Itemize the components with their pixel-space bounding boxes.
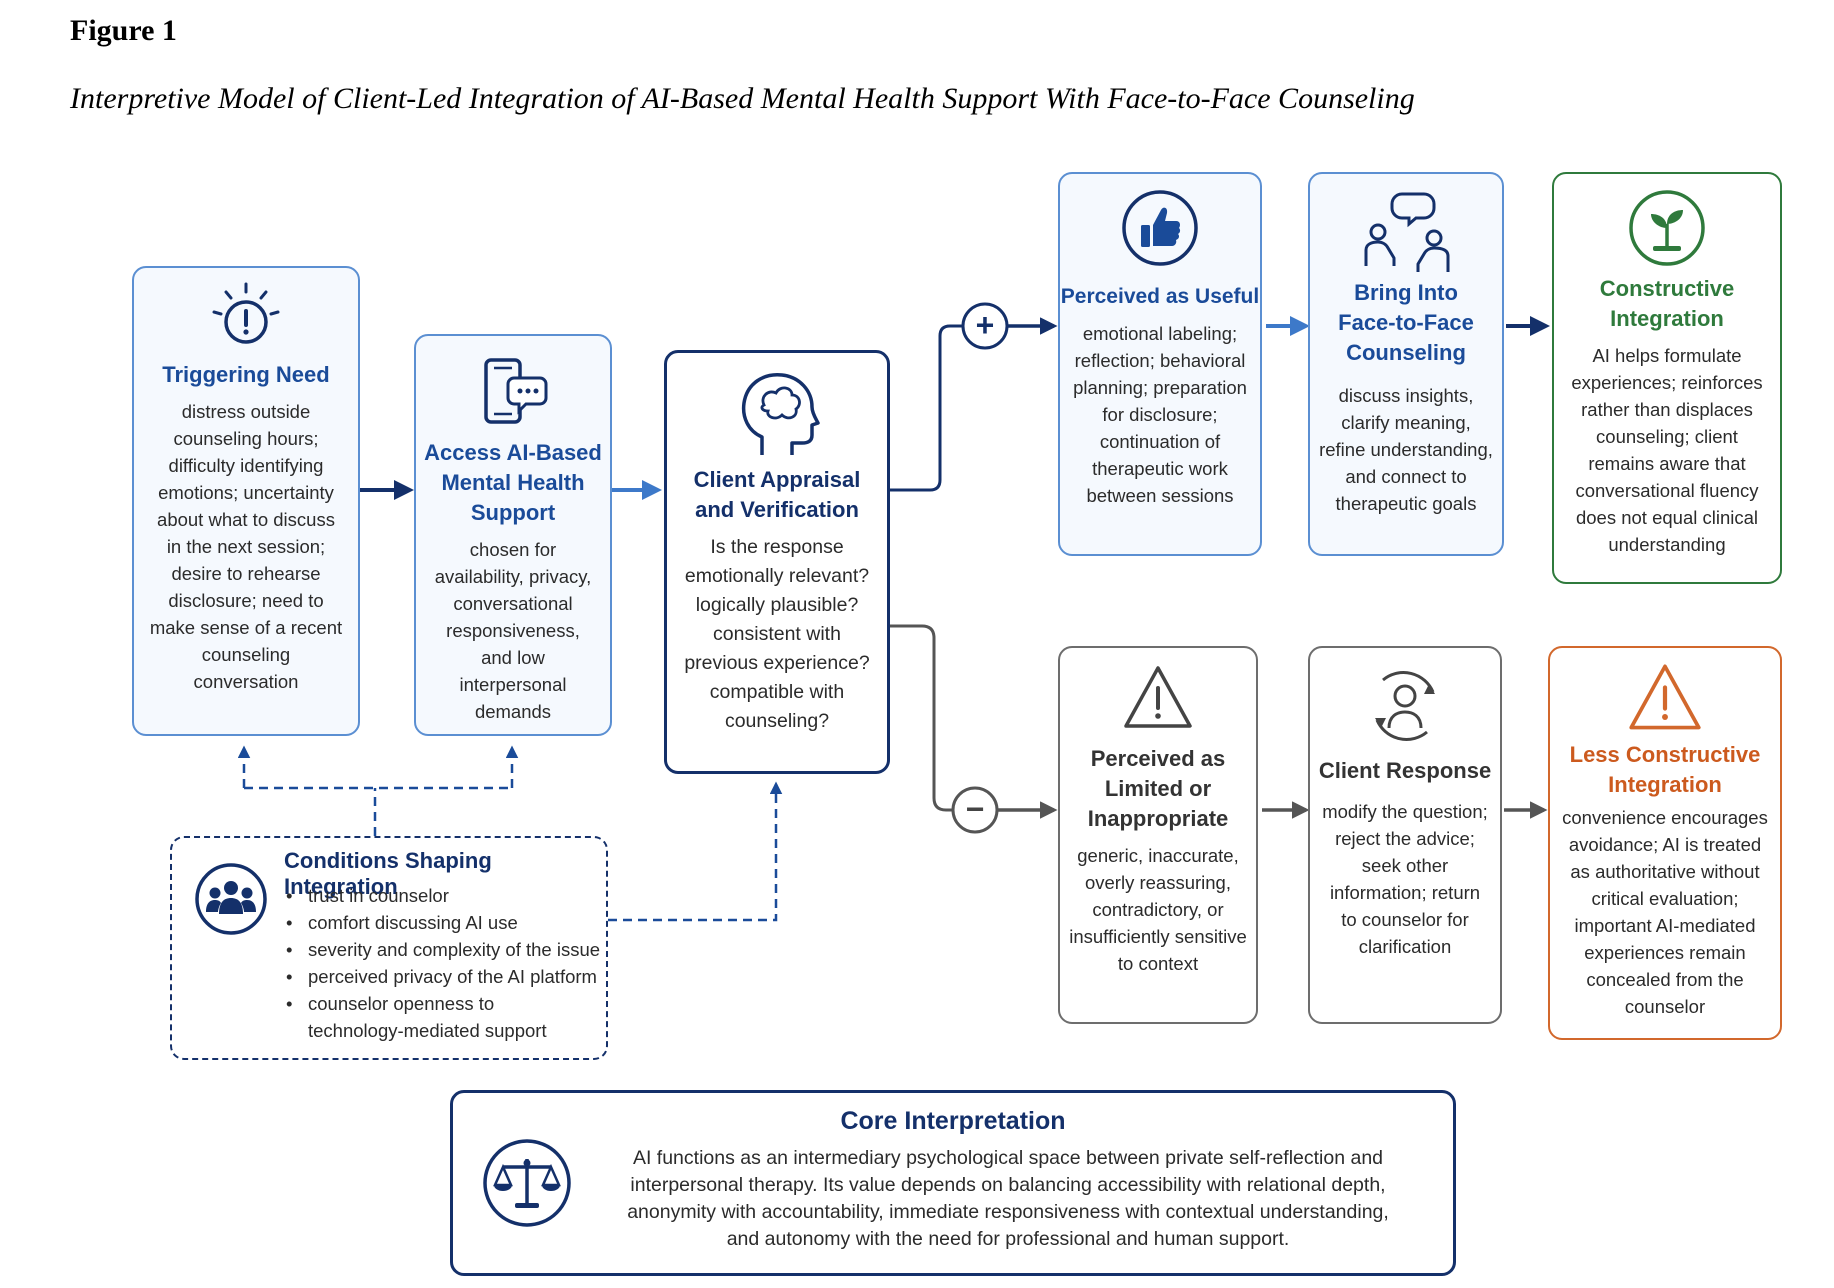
positive-branch-symbol: + [975, 307, 995, 343]
bring-into-box: Bring Into Face-to-Face Counseling discu… [1308, 172, 1504, 556]
sprout-icon [1629, 190, 1705, 266]
branch-path-positive [890, 324, 962, 492]
core-title: Core Interpretation [840, 1107, 1066, 1135]
phone-chat-icon [484, 358, 548, 424]
minus-circle [951, 786, 999, 834]
figure-title: Interpretive Model of Client-Led Integra… [70, 82, 1415, 115]
figure-label: Figure 1 [70, 14, 177, 47]
useful-box: Perceived as Useful emotional labeling; … [1058, 172, 1262, 556]
warning-icon [1124, 666, 1192, 728]
condition-item: counselor openness to [286, 990, 600, 1017]
head-mind-icon [741, 373, 820, 455]
group-icon [195, 863, 267, 935]
warning-icon [1629, 664, 1701, 730]
constructive-title: Constructive Integration [1599, 276, 1735, 331]
constructive-box: Constructive Integration AI helps formul… [1552, 172, 1782, 584]
conversation-icon [1364, 192, 1450, 272]
limited-text: generic, inaccurate, overly reassuring, … [1069, 845, 1247, 974]
person-cycle-icon [1375, 671, 1435, 741]
less-constructive-text: convenience encourages avoidance; AI is … [1562, 807, 1768, 1017]
useful-title: Perceived as Useful [1060, 285, 1260, 308]
conditions-list: trust in counselor comfort discussing AI… [286, 882, 600, 1017]
bring-into-title: Bring Into Face-to-Face Counseling [1338, 280, 1474, 365]
core-text: AI functions as an intermediary psycholo… [627, 1147, 1389, 1250]
useful-text: emotional labeling; reflection; behavior… [1073, 323, 1247, 506]
client-response-title: Client Response [1318, 758, 1492, 783]
condition-item-continued: technology-mediated support [308, 1020, 547, 1041]
limited-title: Perceived as Limited or Inappropriate [1087, 746, 1229, 831]
constructive-text: AI helps formulate experiences; reinforc… [1571, 345, 1763, 555]
core-interpretation-box: Core Interpretation AI functions as an i… [450, 1090, 1456, 1276]
appraisal-text: Is the response emotionally relevant? lo… [684, 536, 870, 732]
condition-item: severity and complexity of the issue [286, 936, 600, 963]
condition-item: comfort discussing AI use [286, 909, 600, 936]
triggering-need-title: Triggering Need [162, 362, 330, 387]
balance-scale-icon [483, 1139, 571, 1227]
conditions-box: Conditions Shaping Integration trust in … [170, 836, 608, 1060]
branch-path-negative [890, 624, 952, 812]
alert-icon [212, 282, 280, 344]
bring-into-text: discuss insights, clarify meaning, refin… [1319, 385, 1493, 514]
limited-box: Perceived as Limited or Inappropriate ge… [1058, 646, 1258, 1024]
triggering-need-box: Triggering Need distress outside counsel… [132, 266, 360, 736]
condition-item: perceived privacy of the AI platform [286, 963, 600, 990]
access-ai-title: Access AI-Based Mental Health Support [424, 440, 602, 525]
less-constructive-title: Less Constructive Integration [1569, 742, 1761, 797]
negative-branch-symbol: − [965, 791, 985, 827]
client-response-text: modify the question; reject the advice; … [1322, 801, 1488, 957]
access-ai-text: chosen for availability, privacy, conver… [434, 539, 592, 722]
dashed-condition-connectors [237, 745, 783, 922]
condition-item: trust in counselor [286, 882, 600, 909]
client-response-box: Client Response modify the question; rej… [1308, 646, 1502, 1024]
thumbs-up-icon [1122, 190, 1198, 266]
appraisal-title: Client Appraisal and Verification [693, 467, 861, 522]
plus-circle [961, 302, 1009, 350]
triggering-need-text: distress outside counseling hours; diffi… [149, 401, 343, 692]
access-ai-box: Access AI-Based Mental Health Support ch… [414, 334, 612, 736]
less-constructive-box: Less Constructive Integration convenienc… [1548, 646, 1782, 1040]
appraisal-box: Client Appraisal and Verification Is the… [664, 350, 890, 774]
